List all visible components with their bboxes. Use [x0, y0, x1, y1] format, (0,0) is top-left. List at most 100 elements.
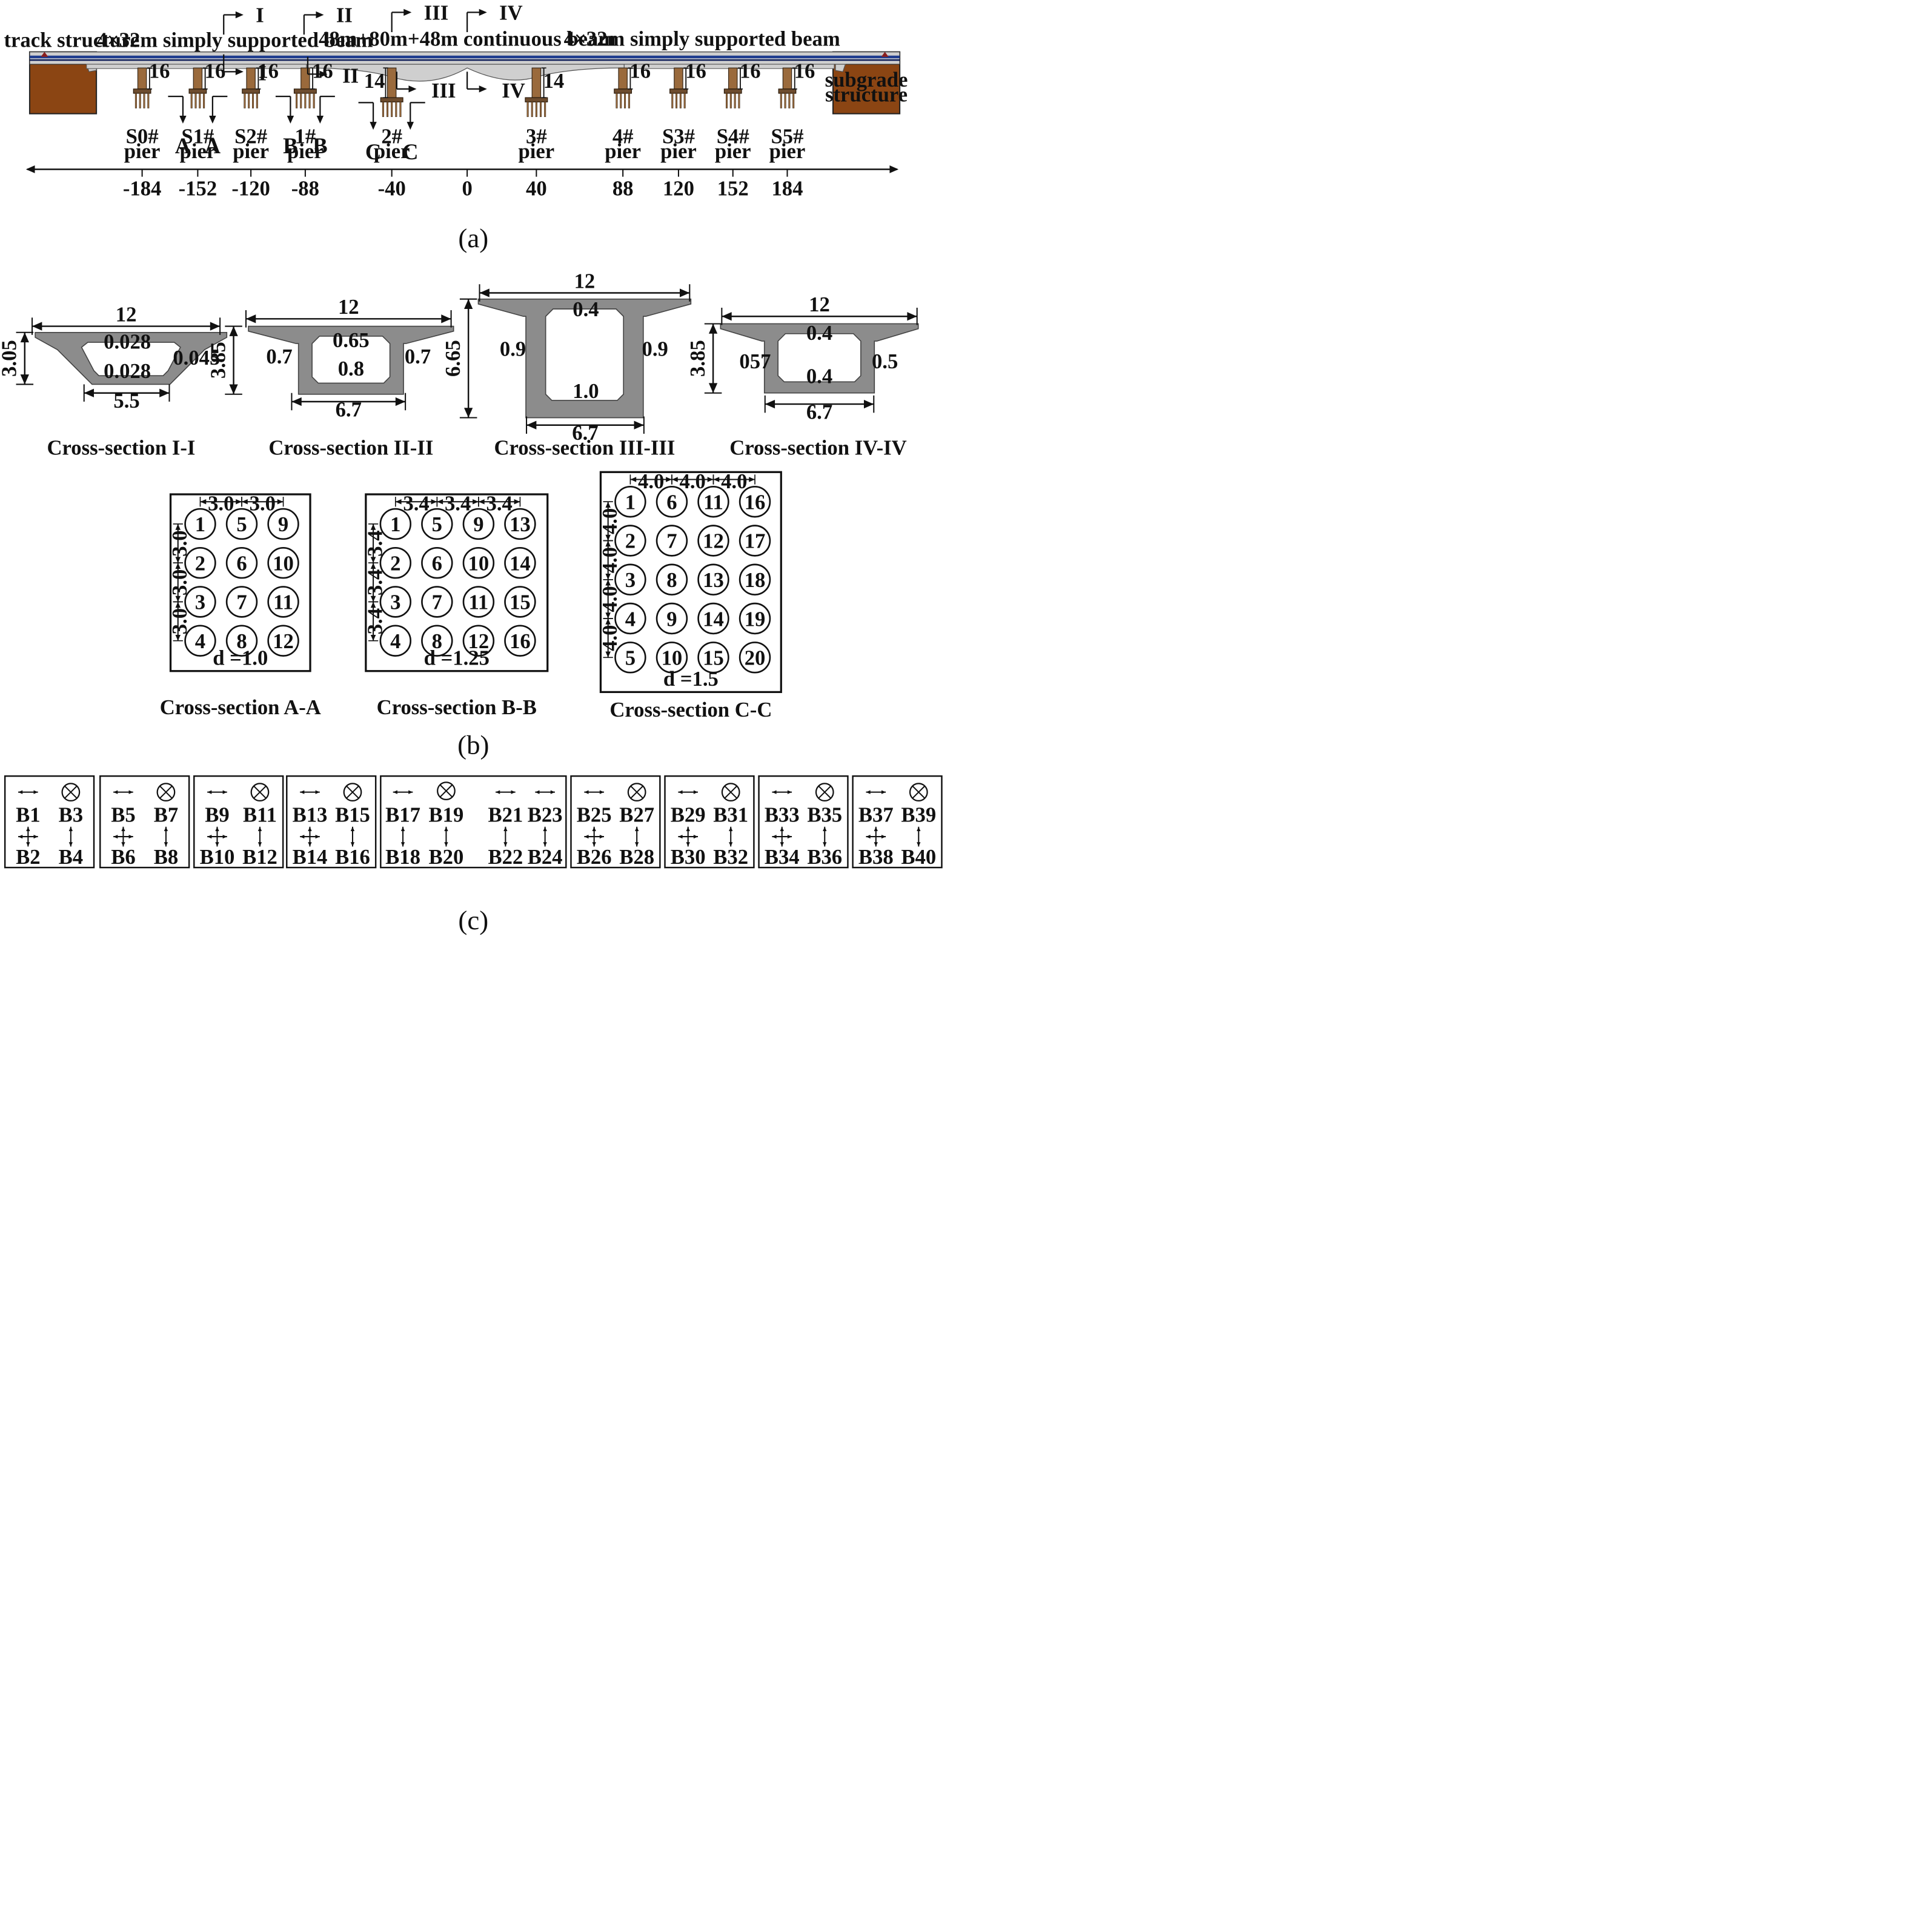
- girder-hollow: [545, 308, 624, 401]
- cut-mark-A-left-arrowhead: [179, 115, 187, 124]
- dim-I-I-width-arrow-right: [210, 322, 221, 331]
- pier-5: [380, 67, 403, 118]
- spacing-v-label: 3.4: [363, 608, 387, 634]
- bearing-label: B23: [528, 803, 563, 827]
- pile-diameter-label: d =1.0: [213, 646, 268, 670]
- dim-IV-IV-depth-arrow-down: [708, 383, 718, 393]
- bearing-left: [41, 51, 48, 57]
- vertical-arrow-icon-u: [823, 826, 827, 831]
- pile-number: 20: [745, 646, 766, 670]
- pier-word-label: pier: [233, 139, 269, 163]
- pile-circle: [421, 586, 453, 618]
- pile: [199, 93, 201, 108]
- I-I-title: Cross-section I-I: [47, 436, 195, 460]
- spacing-v-arrow: [175, 563, 181, 569]
- pile-number: 4: [625, 607, 636, 631]
- pile: [784, 93, 786, 108]
- pile-circle: [184, 508, 216, 540]
- pile: [792, 93, 795, 108]
- four-way-arrow-icon-v-d: [686, 842, 690, 847]
- pier-word-label: pier: [715, 139, 751, 163]
- pile-number: 16: [510, 629, 531, 653]
- pile-number: 10: [468, 551, 490, 575]
- dim-IV-IV-depth-arrow-up: [708, 323, 718, 334]
- axis-position-label: 120: [663, 176, 694, 200]
- four-way-arrow-icon-h-l: [113, 834, 118, 839]
- section-mark-III-top-label: III: [424, 1, 448, 25]
- vertical-arrow-icon-d: [350, 842, 355, 847]
- pile-circle: [614, 563, 646, 595]
- spacing-h-arrow: [671, 477, 678, 482]
- pier-10: [778, 67, 797, 108]
- section-mark-I-bottom-arrowhead: [235, 68, 244, 76]
- fixed-bearing-icon-circle: [721, 783, 740, 802]
- pile-cap: [188, 88, 207, 94]
- bearing-box: [193, 775, 284, 869]
- dim-III-III-depth-arrow-up: [464, 299, 473, 309]
- pile-cap: [669, 88, 688, 94]
- axis-position-label: 152: [717, 176, 749, 200]
- spacing-h-arrow: [514, 499, 520, 505]
- vertical-arrow-icon-u: [503, 826, 508, 831]
- bearing-box: [286, 775, 377, 869]
- pile-cap-outline: [599, 471, 782, 694]
- vertical-arrow-icon-u: [444, 826, 448, 831]
- pile: [683, 93, 686, 108]
- pile-group-title: Cross-section B-B: [377, 695, 537, 719]
- horizontal-arrow-icon-l: [300, 790, 305, 794]
- bearing-box: [99, 775, 190, 869]
- horizontal-arrow-icon-r: [881, 790, 886, 794]
- pile-number: 6: [236, 551, 247, 575]
- fixed-bearing-icon-x2: [159, 785, 173, 799]
- bearing-label: B29: [671, 803, 706, 827]
- pile-circle: [462, 547, 495, 579]
- spacing-v-label: 4.0: [598, 625, 622, 651]
- vertical-arrow-icon-d: [68, 842, 73, 847]
- pile-number: 7: [236, 591, 247, 614]
- pile-circle: [656, 486, 688, 518]
- spacing-h-label: 4.0: [638, 469, 664, 493]
- section-mark-IV-top-label: IV: [499, 1, 523, 25]
- spacing-h-arrow: [707, 477, 714, 482]
- dim-II-II-width-arrow-right: [441, 314, 451, 323]
- fixed-bearing-icon-x2: [64, 785, 78, 799]
- pile-circle: [504, 625, 536, 657]
- dim-I-I-width-arrow-left: [32, 322, 42, 331]
- pile: [194, 93, 197, 108]
- pile-number: 3: [390, 591, 400, 614]
- axis-position-label: -152: [179, 176, 217, 200]
- dim-I-I-depth-label: 3.05: [0, 340, 21, 377]
- dim-IV-IV-width-arrow-left: [722, 312, 732, 321]
- pier-word-label: pier: [180, 139, 216, 163]
- axis-position-label: 184: [771, 176, 803, 200]
- horizontal-arrow-icon-l: [393, 790, 397, 794]
- spacing-v-label: 3.0: [168, 608, 191, 634]
- left-beam-label: 4×32m simply supported beam: [97, 28, 373, 52]
- II-II-web-left: 0.7: [266, 345, 292, 368]
- pile: [539, 101, 542, 118]
- II-II-bottom-thickness: 0.8: [338, 357, 364, 380]
- pile-circle: [267, 547, 299, 579]
- subgrade-label-line1: subgrade: [825, 68, 908, 91]
- pile-number: 12: [273, 629, 294, 653]
- II-II-title: Cross-section II-II: [268, 436, 433, 460]
- pier-word-label: pier: [605, 139, 641, 163]
- bearing-label: B1: [16, 803, 40, 827]
- bearing-label: B11: [243, 803, 277, 827]
- pier-word-label: pier: [769, 139, 806, 163]
- pier-8: [669, 67, 688, 108]
- pile: [300, 93, 302, 108]
- four-way-arrow-icon-v-d: [308, 842, 312, 847]
- pier-height-label: 16: [685, 59, 706, 83]
- pile-circle: [379, 547, 412, 579]
- bearing-label: B26: [577, 845, 612, 869]
- girder-hollow: [81, 342, 181, 376]
- pile-number: 11: [469, 591, 489, 614]
- pile-circle: [697, 525, 729, 557]
- bearing-label: B36: [807, 845, 842, 869]
- spacing-v-arrow: [175, 602, 181, 608]
- dim-IV-IV-bottom-arrow-left: [765, 399, 775, 409]
- bearing-label: B8: [154, 845, 178, 869]
- spacing-h-arrow: [437, 499, 443, 505]
